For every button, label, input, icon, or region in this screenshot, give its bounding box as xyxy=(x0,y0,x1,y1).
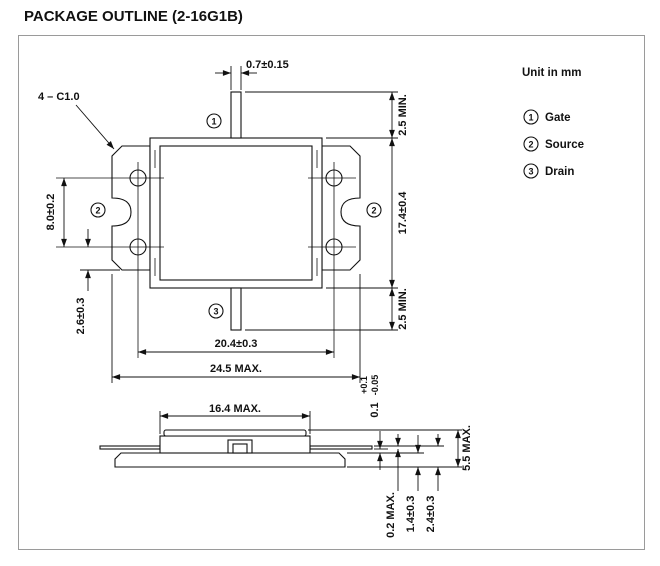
dim-standoff-value: 0.1 xyxy=(369,402,381,417)
package-body-outline xyxy=(149,137,323,289)
dim-lead-top-min: 2.5 MIN. xyxy=(397,94,409,136)
leader-line xyxy=(75,104,115,150)
side-view-drawing xyxy=(99,429,373,468)
side-view-dimensions: 16.4 MAX. 0.1 -0.05 +0.1 5.5 MAX. 0.2 MA… xyxy=(159,375,473,538)
top-view-drawing xyxy=(56,91,361,358)
dim-flange-thickness: 1.4±0.3 xyxy=(405,496,417,533)
dim-standoff-plus: +0.1 xyxy=(359,376,369,394)
dim-overall-height: 5.5 MAX. xyxy=(461,425,473,471)
lead-side-left xyxy=(99,445,161,450)
dim-hole-span: 20.4±0.3 xyxy=(215,338,258,350)
dim-lead-thickness: 0.2 MAX. xyxy=(385,492,397,538)
legend-pin3-label: Drain xyxy=(545,166,574,178)
flange-side xyxy=(114,452,346,468)
pin2-callout-right: 2 xyxy=(371,206,376,216)
pin2-callout-circle xyxy=(366,202,382,218)
page-title: PACKAGE OUTLINE (2-16G1B) xyxy=(24,8,243,25)
pin2-callout-left: 2 xyxy=(95,206,100,216)
legend-pin1-number: 1 xyxy=(528,113,533,123)
pin1-callout-circle xyxy=(206,113,222,129)
legend-pin1-circle xyxy=(523,109,539,125)
package-lid-outline xyxy=(159,145,313,281)
unit-note: Unit in mm xyxy=(522,67,581,79)
pin3-callout: 3 xyxy=(213,307,218,317)
dim-hole-pitch: 8.0±0.2 xyxy=(45,194,57,231)
top-view-dimensions: 0.7±0.15 4 – C1.0 2.5 MIN. 17.4±0.4 2.5 … xyxy=(38,59,409,383)
legend-pin2-number: 2 xyxy=(528,140,533,150)
center-plug-inner xyxy=(232,443,248,454)
drain-lead xyxy=(230,287,242,331)
legend-pin2-circle xyxy=(523,136,539,152)
dim-flange-edge: 2.6±0.3 xyxy=(75,298,87,335)
dim-cap-width: 16.4 MAX. xyxy=(209,403,261,415)
dim-standoff-minus: -0.05 xyxy=(370,375,380,396)
pin-callouts: 1 2 2 3 xyxy=(90,113,382,319)
legend: Unit in mm 1 Gate 2 Source 3 Drain xyxy=(522,67,584,179)
legend-pin3-number: 3 xyxy=(528,167,533,177)
chamfer-note: 4 – C1.0 xyxy=(38,91,80,103)
gate-lead xyxy=(230,91,242,139)
pin3-callout-circle xyxy=(208,303,224,319)
dim-seating-height: 2.4±0.3 xyxy=(425,496,437,533)
legend-pin1-label: Gate xyxy=(545,112,571,124)
dim-lead-bottom-min: 2.5 MIN. xyxy=(397,288,409,330)
pin2-callout-circle xyxy=(90,202,106,218)
legend-pin3-circle xyxy=(523,163,539,179)
dim-body-height: 17.4±0.4 xyxy=(397,191,409,235)
pin1-callout: 1 xyxy=(211,117,216,127)
cap-lid-side xyxy=(163,429,307,437)
dim-overall-width: 24.5 MAX. xyxy=(210,363,262,375)
legend-pin2-label: Source xyxy=(545,139,584,151)
dim-lead-width: 0.7±0.15 xyxy=(246,59,289,71)
lead-side-right xyxy=(309,445,373,450)
